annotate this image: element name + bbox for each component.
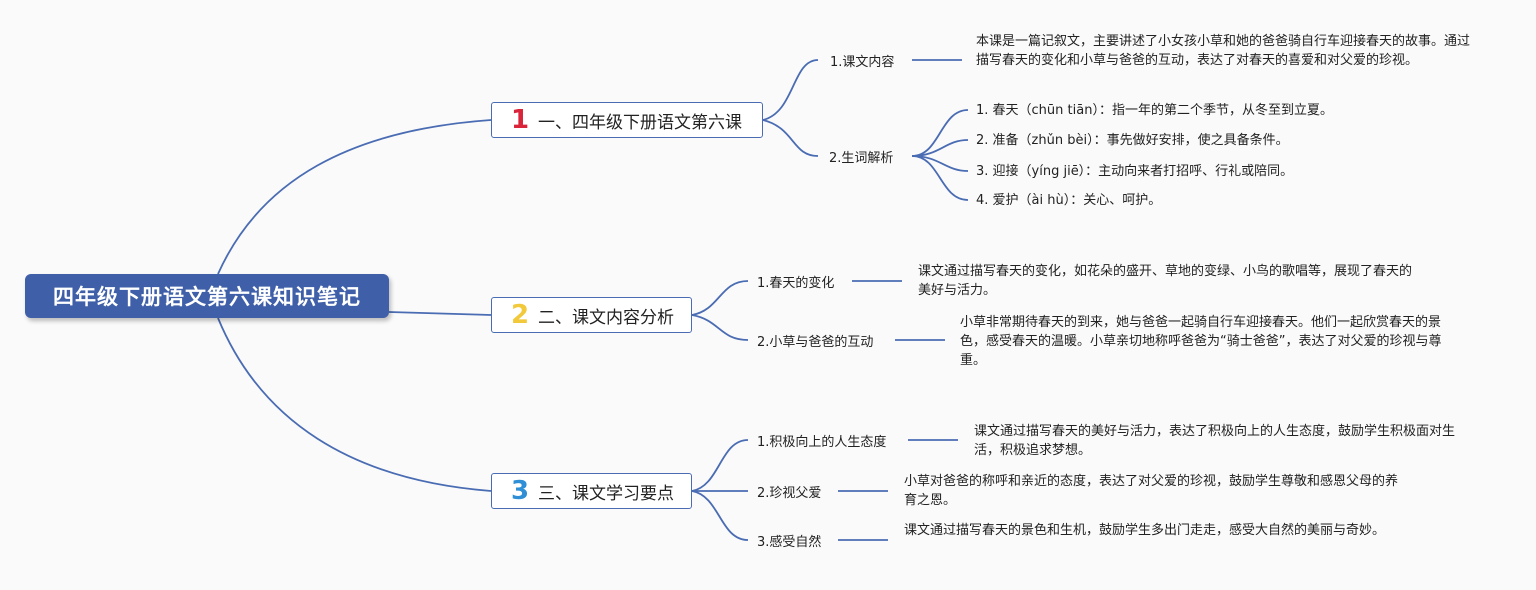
branch-label: 二、课文内容分析 bbox=[538, 307, 674, 328]
subtopic-lesson-content[interactable]: 1.课文内容 bbox=[830, 55, 895, 70]
spring-changes-text: 课文通过描写春天的变化，如花朵的盛开、草地的变绿、小鸟的歌唱等，展现了春天的美好… bbox=[918, 264, 1413, 298]
fatherly-love-text: 小草对爸爸的称呼和亲近的态度，表达了对父爱的珍视，鼓励学生尊敬和感恩父母的养育之… bbox=[904, 474, 1399, 508]
subtopic-nature[interactable]: 3.感受自然 bbox=[757, 535, 822, 550]
attitude-text: 课文通过描写春天的美好与活力，表达了积极向上的人生态度，鼓励学生积极面对生活，积… bbox=[974, 424, 1456, 458]
branch-label: 一、四年级下册语文第六课 bbox=[538, 112, 742, 133]
branch-lesson-info[interactable]: 1 一、四年级下册语文第六课 bbox=[491, 102, 763, 138]
subtopic-interaction[interactable]: 2.小草与爸爸的互动 bbox=[757, 335, 874, 350]
branch-content-analysis[interactable]: 2 二、课文内容分析 bbox=[491, 297, 692, 333]
number-2-icon: 2 bbox=[510, 300, 530, 330]
number-1-icon: 1 bbox=[510, 105, 530, 135]
nature-text: 课文通过描写春天的景色和生机，鼓励学生多出门走走，感受大自然的美丽与奇妙。 bbox=[904, 523, 1386, 538]
branch-label: 三、课文学习要点 bbox=[538, 483, 674, 504]
root-topic[interactable]: 四年级下册语文第六课知识笔记 bbox=[25, 274, 389, 318]
vocab-item: 2. 准备（zhǔn bèi）：事先做好安排，使之具备条件。 bbox=[976, 133, 1289, 148]
lesson-content-text: 本课是一篇记叙文，主要讲述了小女孩小草和她的爸爸骑自行车迎接春天的故事。通过描写… bbox=[976, 34, 1471, 68]
vocab-item: 4. 爱护（ài hù）：关心、呵护。 bbox=[976, 193, 1162, 208]
subtopic-vocabulary[interactable]: 2.生词解析 bbox=[829, 151, 894, 166]
branch-learning-points[interactable]: 3 三、课文学习要点 bbox=[491, 473, 692, 509]
root-title: 四年级下册语文第六课知识笔记 bbox=[53, 285, 361, 309]
vocab-item: 3. 迎接（yíng jiē）：主动向来者打招呼、行礼或陪同。 bbox=[976, 164, 1294, 179]
subtopic-attitude[interactable]: 1.积极向上的人生态度 bbox=[757, 435, 887, 450]
subtopic-fatherly-love[interactable]: 2.珍视父爱 bbox=[757, 486, 822, 501]
subtopic-spring-changes[interactable]: 1.春天的变化 bbox=[757, 276, 835, 291]
interaction-text: 小草非常期待春天的到来，她与爸爸一起骑自行车迎接春天。他们一起欣赏春天的景色，感… bbox=[960, 315, 1442, 368]
vocab-item: 1. 春天（chūn tiān）：指一年的第二个季节，从冬至到立夏。 bbox=[976, 103, 1333, 118]
number-3-icon: 3 bbox=[510, 476, 530, 506]
